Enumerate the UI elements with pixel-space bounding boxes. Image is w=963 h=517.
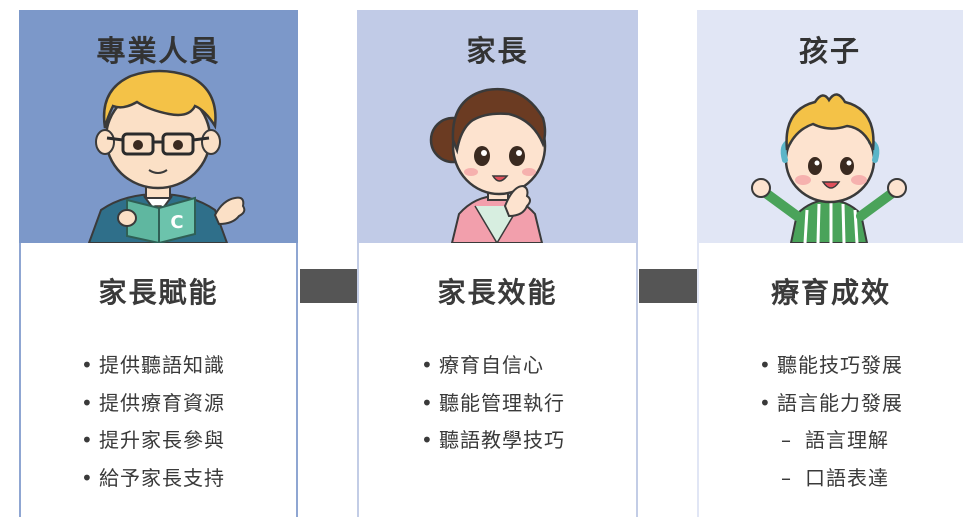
list-subitem: –口語表達 [759,460,903,498]
column-subtitle-professional: 家長賦能 [98,276,219,309]
list-item: •給予家長支持 [81,460,225,498]
bullet-icon: • [81,353,94,377]
bullet-icon: • [421,428,434,452]
list-item: •聽語教學技巧 [421,422,565,460]
professional-illustration: C [87,69,246,243]
item-list-child: •聽能技巧發展 •語言能力發展 –語言理解 –口語表達 [759,347,903,497]
list-item: •語言能力發展 [759,385,903,423]
list-item: •療育自信心 [421,347,565,385]
dash-icon: – [781,428,792,452]
column-parent: 家長 家長效能 •療育自信心 •聽能管理執行 [357,10,638,517]
column-body-professional: 家長賦能 •提供聽語知識 •提供療育資源 •提升家長參與 •給予家長支持 [19,243,298,517]
column-title-parent: 家長 [466,34,529,68]
column-body-parent: 家長效能 •療育自信心 •聽能管理執行 •聽語教學技巧 [357,243,638,517]
column-header-parent: 家長 [357,10,638,243]
list-item: •聽能管理執行 [421,385,565,423]
bullet-icon: • [759,390,772,415]
column-child: 孩子 [697,10,963,517]
bullet-icon: • [81,428,94,452]
column-header-professional: 專業人員 C [19,10,298,243]
list-item: •提供聽語知識 [81,347,225,385]
column-professional: 專業人員 C [19,10,298,517]
dash-icon: – [781,465,792,490]
child-illustration [751,93,907,243]
column-title-professional: 專業人員 [96,34,221,68]
book-letter: C [170,212,183,233]
column-subtitle-parent: 家長效能 [437,276,558,309]
bullet-icon: • [81,465,94,490]
column-title-child: 孩子 [798,34,861,68]
column-subtitle-child: 療育成效 [770,276,891,309]
list-item: •聽能技巧發展 [759,347,903,385]
column-header-child: 孩子 [697,10,963,243]
list-item: •提升家長參與 [81,422,225,460]
item-list-parent: •療育自信心 •聽能管理執行 •聽語教學技巧 [421,347,565,460]
bullet-icon: • [81,390,94,415]
bullet-icon: • [421,390,434,415]
bullet-icon: • [759,353,772,377]
bullet-icon: • [421,353,434,377]
list-subitem: –語言理解 [759,422,903,460]
list-item: •提供療育資源 [81,385,225,423]
item-list-professional: •提供聽語知識 •提供療育資源 •提升家長參與 •給予家長支持 [81,347,225,497]
parent-illustration [429,87,547,243]
column-body-child: 療育成效 •聽能技巧發展 •語言能力發展 –語言理解 –口語表達 [697,243,963,517]
